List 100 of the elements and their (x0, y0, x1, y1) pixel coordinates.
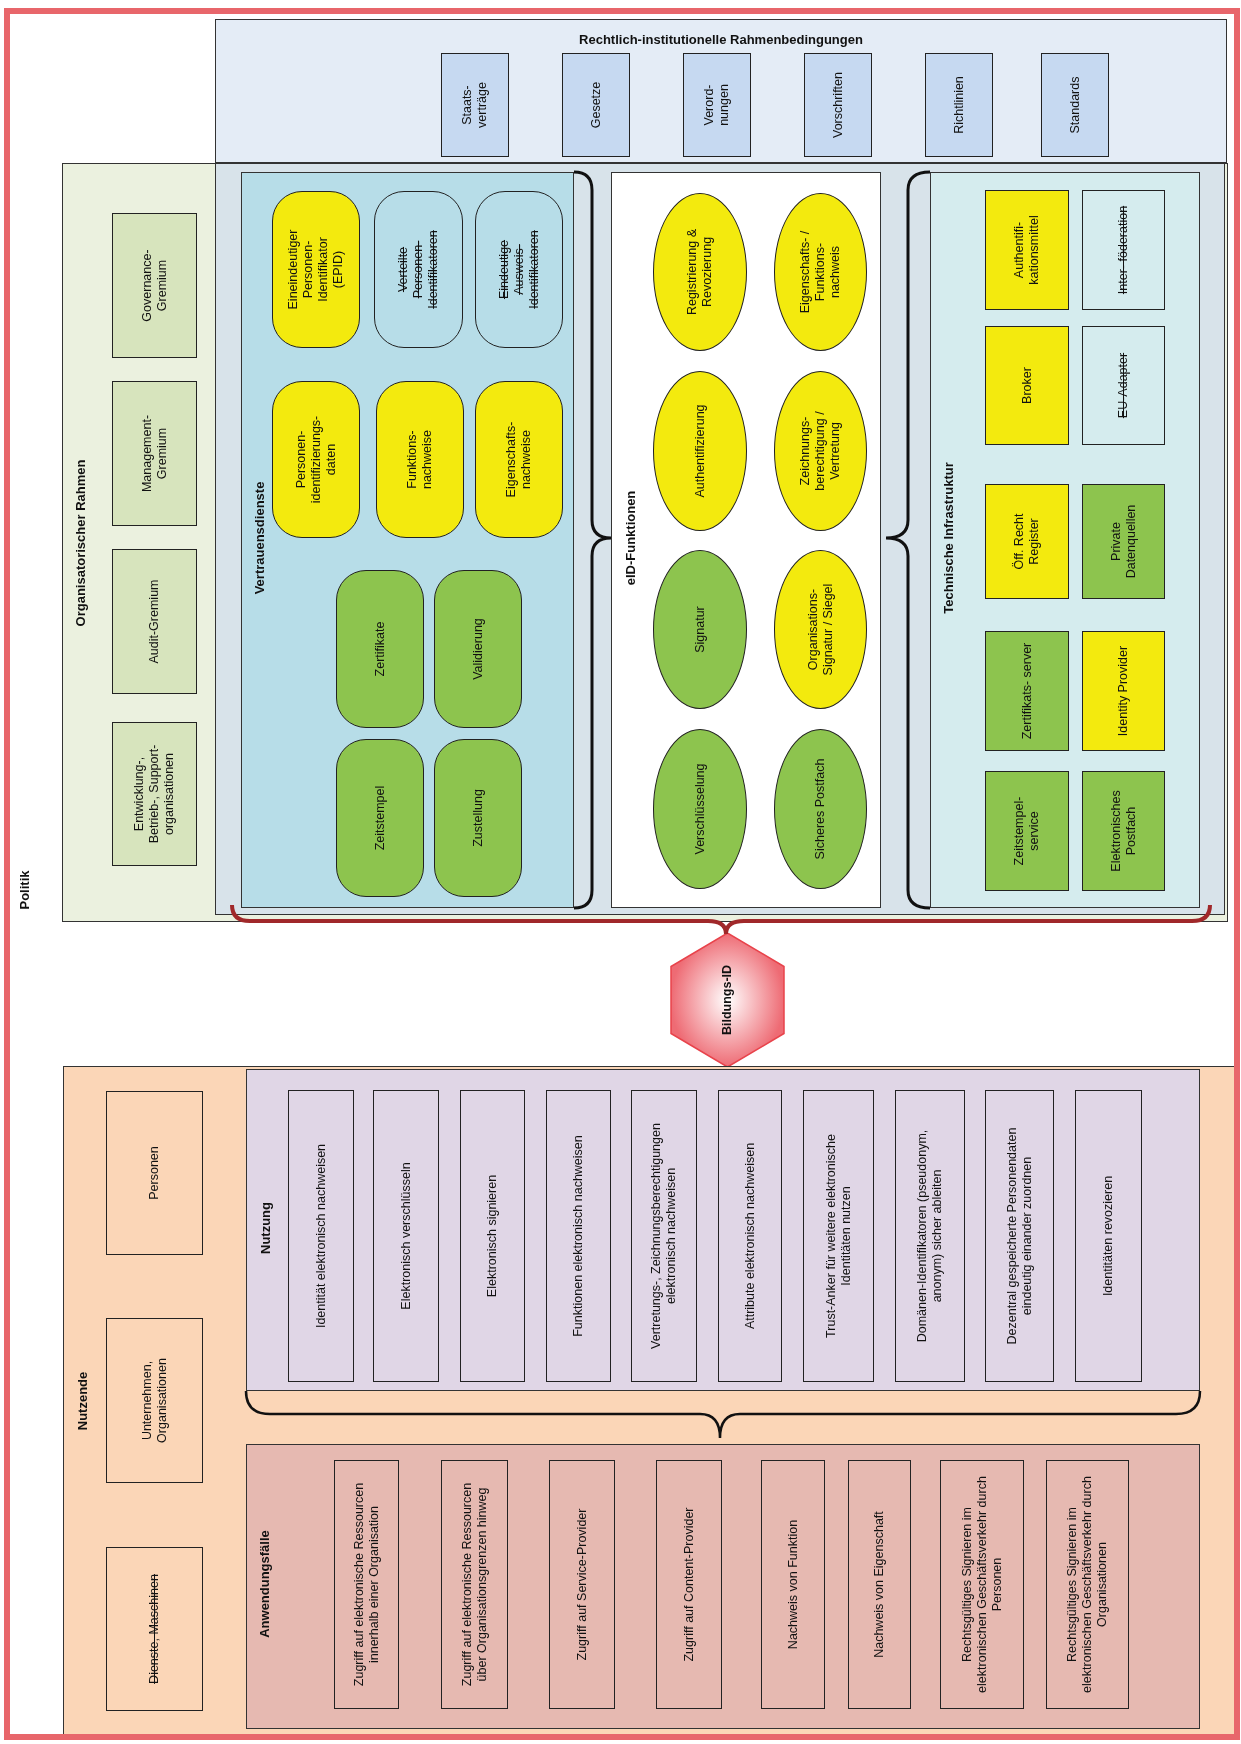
panel-title: Politik (16, 870, 32, 910)
box (985, 326, 1069, 445)
panel-title: Technische Infrastruktur (940, 462, 956, 614)
box (985, 190, 1069, 310)
box (112, 722, 197, 866)
panel-title: Nutzende (74, 1371, 90, 1431)
box (112, 213, 197, 358)
box (106, 1318, 203, 1483)
box-label: Governance- Gremium (139, 248, 170, 324)
rounded-box (475, 191, 563, 348)
box-label: EU-Adapter (1116, 352, 1131, 419)
box-label: Authentifizierung (692, 404, 708, 498)
box (985, 484, 1069, 599)
box (1082, 326, 1165, 445)
box-label: Nachweis von Funktion (785, 1519, 801, 1650)
box-label: Validierung (470, 618, 486, 680)
box (106, 1547, 203, 1711)
box (985, 771, 1069, 891)
box-label: Personen (147, 1146, 162, 1200)
box-label: Identity Provider (1116, 645, 1131, 737)
box-label: Zugriff auf Service-Provider (574, 1508, 590, 1661)
box-label: Identität elektronisch nachweisen (313, 1143, 329, 1329)
box (549, 1460, 615, 1709)
box (441, 1460, 508, 1709)
box (112, 381, 197, 526)
rounded-box (434, 739, 522, 897)
box-label: Audit-Gremium (147, 579, 162, 664)
box-label: Vorschriften (830, 72, 846, 138)
box-label: Zeichnungs- berechtigung / Vertretung (798, 410, 843, 493)
box (288, 1090, 354, 1382)
box-label: Zugriff auf elektronische Ressourcen innerhalb einer Organisation (351, 1481, 382, 1689)
panel-title: eID-Funktionen (622, 490, 638, 586)
box-label: Attribute elektronisch nachweisen (742, 1142, 758, 1330)
rounded-box (336, 739, 424, 897)
frame (4, 8, 1240, 1740)
rounded-box (475, 381, 563, 538)
box-label: Private Datenquellen (1108, 503, 1139, 581)
box (895, 1090, 965, 1382)
box-label: Standards (1067, 76, 1083, 134)
box-label: Unternehmen, Organisationen (139, 1357, 170, 1445)
panel-title: Anwendungsfälle (256, 1530, 272, 1638)
box-label: Eigenschafts- nachweise (504, 420, 534, 500)
box-label: Zertifikate (372, 621, 388, 677)
box (106, 1091, 203, 1255)
box-label: Dienste, Maschinen (147, 1574, 162, 1684)
box-label: Vertretungs-, Zeichnungsberechtigungen elektronisch nachweisen (649, 1122, 679, 1351)
box (1082, 771, 1165, 891)
box-label: Sicheres Postfach (813, 758, 828, 860)
panel (63, 1066, 1235, 1732)
box (985, 631, 1069, 751)
box (1082, 631, 1165, 751)
box (112, 549, 197, 694)
rounded-box (434, 570, 522, 728)
box (1041, 53, 1109, 157)
box (1082, 484, 1165, 599)
panel (246, 1444, 1200, 1729)
box-label: Zeitstempel- service (1012, 795, 1042, 868)
rounded-box (336, 570, 424, 728)
box (940, 1460, 1024, 1709)
box-label: Öff. Recht Register (1012, 512, 1042, 572)
box-label: Broker (1019, 367, 1035, 404)
box-label: Registrierung & Revozierung (685, 227, 715, 318)
box-label: Zustellung (470, 789, 486, 847)
box (718, 1090, 782, 1382)
panel-title: Rechtlich-institutionelle Rahmenbedingungen (579, 31, 863, 47)
panel (611, 172, 881, 908)
box-label: Eineindeutiger Personen- Identifikator (EPID) (286, 228, 346, 312)
box-label: Funktionen elektronisch nachweisen (571, 1135, 586, 1337)
box (562, 53, 630, 157)
rounded-box (374, 191, 463, 348)
box-label: Staats- verträge (460, 81, 490, 130)
box-label: Verord- nungen (702, 83, 732, 128)
box-label: Rechtsgültiges Signieren im elektronischen Geschäftsverkehr durch Personen (959, 1475, 1005, 1695)
hexagon-label: Bildungs-ID (720, 964, 735, 1036)
panel (215, 19, 1227, 163)
box (925, 53, 993, 157)
box (848, 1460, 911, 1709)
box (1082, 190, 1165, 310)
rounded-box (376, 381, 464, 538)
box (334, 1460, 399, 1709)
box-label: Trust-Anker für weitere elektronische Identitäten nutzen (823, 1133, 854, 1340)
box-label: Entwicklung-, Betrieb-, Support- organisationen (132, 743, 177, 845)
box (460, 1090, 525, 1382)
box-label: Elektronisch signieren (485, 1174, 500, 1298)
rounded-box (272, 381, 360, 538)
box (1075, 1090, 1142, 1382)
box-label: Personen- identifizierungs- daten (293, 414, 339, 506)
panel-title: Nutzung (257, 1202, 273, 1254)
box-label: Verschlüsselung (692, 763, 708, 855)
box-label: Elektronisch verschlüsseln (398, 1162, 414, 1310)
panel-title: Vertrauensdienste (251, 481, 267, 595)
box-label: Zeitstempel (372, 785, 388, 851)
box-label: Authentifi- kationsmittel (1012, 214, 1042, 287)
box-label: Dezentral gespeicherte Personendaten eindeutig einander zuordnen (1004, 1126, 1035, 1347)
box-label: Gesetze (588, 81, 604, 129)
box-label: Eigenschafts- / Funktions- nachweis (798, 229, 843, 316)
box (546, 1090, 611, 1382)
box (803, 1090, 874, 1382)
box-label: Rechtsgültiges Signieren im elektronischen Geschäftsverkehr durch Organisationen (1065, 1475, 1110, 1695)
box (1046, 1460, 1129, 1709)
